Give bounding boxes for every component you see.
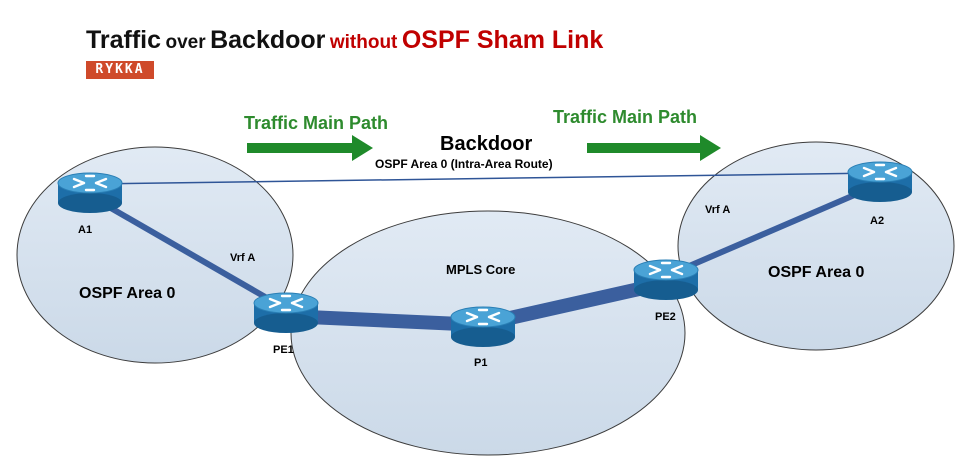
router-a2[interactable] <box>847 161 913 202</box>
backdoor-sublabel: OSPF Area 0 (Intra-Area Route) <box>375 157 553 171</box>
title-traffic: Traffic <box>86 26 162 54</box>
diagram-title: Traffic over Backdoor without OSPF Sham … <box>86 26 603 55</box>
router-p1[interactable] <box>450 306 516 347</box>
router-a1[interactable] <box>57 172 123 213</box>
area-label-left: OSPF Area 0 <box>79 285 175 302</box>
traffic-label-left: Traffic Main Path <box>244 113 388 133</box>
backdoor-link <box>89 172 881 185</box>
link-pe2-a2 <box>664 181 882 279</box>
router-pe2[interactable] <box>633 259 699 300</box>
brand-logo: RYKKA <box>86 61 154 79</box>
traffic-arrow-left <box>247 135 373 161</box>
router-label-a1: A1 <box>78 224 92 236</box>
router-pe1[interactable] <box>253 292 319 333</box>
title-sham-link: OSPF Sham Link <box>401 26 604 54</box>
vrf-label-right: Vrf A <box>705 204 730 216</box>
traffic-label-right: Traffic Main Path <box>553 107 697 127</box>
title-without: without <box>329 32 398 53</box>
traffic-arrow-right <box>587 135 721 161</box>
link-pe1-p1 <box>285 309 484 332</box>
title-backdoor: Backdoor <box>210 26 326 54</box>
router-label-p1: P1 <box>474 357 487 369</box>
mpls-core-label: MPLS Core <box>446 262 515 277</box>
area-label-right: OSPF Area 0 <box>768 264 864 281</box>
router-label-a2: A2 <box>870 215 884 227</box>
link-a1-pe1 <box>88 193 288 312</box>
vrf-label-left: Vrf A <box>230 252 255 264</box>
title-over: over <box>165 32 206 53</box>
backdoor-label: Backdoor <box>440 133 532 155</box>
router-label-pe2: PE2 <box>655 311 676 323</box>
router-label-pe1: PE1 <box>273 344 294 356</box>
